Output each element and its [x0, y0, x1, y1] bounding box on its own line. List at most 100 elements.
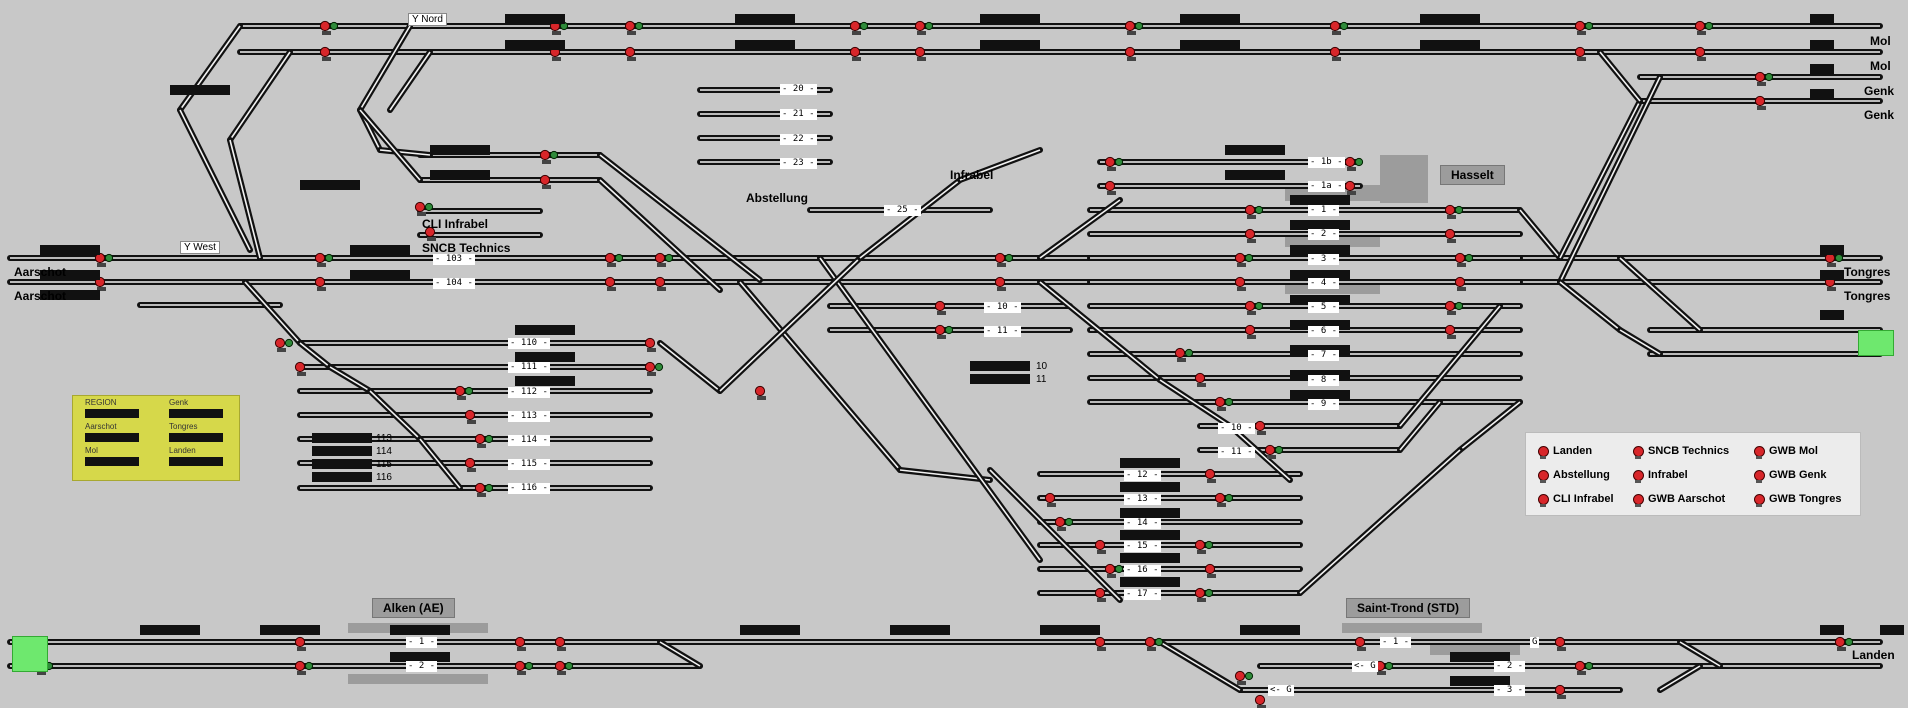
signal-icon — [514, 660, 526, 672]
sidetrack-number-114: 114 — [376, 446, 392, 457]
track-label-h2: - 2 - — [1308, 229, 1340, 240]
signal-icon — [1094, 539, 1106, 551]
signal-base — [1557, 647, 1566, 651]
region-box-landen[interactable] — [169, 457, 223, 466]
track-label-21: - 21 - — [780, 109, 817, 120]
station-hasselt: Hasselt — [1440, 165, 1505, 185]
signal-base — [1697, 31, 1706, 35]
signal-base — [1577, 31, 1586, 35]
legend-item-landen[interactable]: Landen — [1538, 445, 1592, 459]
signal-icon — [934, 324, 946, 336]
route-block — [1290, 295, 1350, 305]
signal-icon — [474, 482, 486, 494]
route-block — [40, 245, 100, 255]
signal-aspect-icon — [924, 21, 934, 31]
signal-aspect-icon — [1384, 661, 1394, 671]
signal-aspect-icon — [484, 483, 494, 493]
legend-item-gwb-aarschot[interactable]: GWB Aarschot — [1633, 493, 1725, 507]
route-block — [430, 145, 490, 155]
signal-icon — [994, 252, 1006, 264]
signal-icon — [654, 252, 666, 264]
track-label-std-g2: <- G — [1352, 661, 1378, 672]
signal-base — [542, 160, 551, 164]
region-box-aarschot[interactable] — [85, 433, 139, 442]
signal-icon — [1454, 276, 1466, 288]
signal-base — [607, 287, 616, 291]
signal-base — [1457, 263, 1466, 267]
signal-base — [647, 348, 656, 352]
signal-base — [1217, 407, 1226, 411]
legend-item-sncb-technics[interactable]: SNCB Technics — [1633, 445, 1729, 459]
signal-base — [917, 31, 926, 35]
signal-aspect-icon — [1134, 21, 1144, 31]
label-cli-infrabel: CLI Infrabel — [422, 217, 489, 231]
signal-aspect-icon — [1064, 517, 1074, 527]
track-core — [1519, 209, 1561, 259]
route-block — [1880, 625, 1904, 635]
signal-aspect-icon — [1154, 637, 1164, 647]
legend-item-cli-infrabel[interactable]: CLI Infrabel — [1538, 493, 1614, 507]
track-label-112: - 112 - — [508, 387, 550, 398]
track-label-25: - 25 - — [884, 205, 921, 216]
signal-aspect-icon — [1224, 493, 1234, 503]
track-label-h10: - 10 - — [1218, 423, 1255, 434]
signal-icon — [1104, 180, 1116, 192]
signal-aspect-icon — [1339, 21, 1349, 31]
signal-base — [1827, 287, 1836, 291]
track-label-114: - 114 - — [508, 435, 550, 446]
signal-aspect-icon — [664, 253, 674, 263]
signal-icon — [1754, 493, 1765, 507]
signal-base — [1447, 215, 1456, 219]
legend-item-infrabel[interactable]: Infrabel — [1633, 469, 1688, 483]
track-label-alken-2: - 2 - — [406, 661, 438, 672]
region-box-genk[interactable] — [169, 409, 223, 418]
track-label-103: - 103 - — [433, 254, 475, 265]
track-label-std-3: - 3 - — [1494, 685, 1526, 696]
track-core — [179, 25, 241, 111]
region-box-tongres[interactable] — [169, 433, 223, 442]
signal-base — [1107, 167, 1116, 171]
signal-base — [1577, 57, 1586, 61]
route-blocks — [40, 14, 1904, 686]
route-block — [1820, 270, 1844, 280]
track-label-h15: - 15 - — [1124, 541, 1161, 552]
region-box-1[interactable] — [85, 409, 139, 418]
route-block — [735, 14, 795, 24]
track-core — [229, 139, 261, 259]
signal-aspect-icon — [1244, 253, 1254, 263]
signal-icon — [914, 20, 926, 32]
route-block — [350, 270, 410, 280]
track-core — [1599, 51, 1641, 102]
signal-icon — [1244, 324, 1256, 336]
label-aarschot-1: Aarschot — [14, 265, 67, 279]
signal-base — [1447, 311, 1456, 315]
signal-aspect-icon — [484, 434, 494, 444]
signal-icon — [554, 636, 566, 648]
legend-item-gwb-mol[interactable]: GWB Mol — [1754, 445, 1818, 459]
signal-base — [277, 348, 286, 352]
track-core — [899, 469, 991, 481]
track-core — [359, 25, 411, 111]
route-block — [515, 352, 575, 362]
legend-item-gwb-genk[interactable]: GWB Genk — [1754, 469, 1826, 483]
route-block — [1820, 625, 1844, 635]
route-block — [735, 40, 795, 50]
free-block-tongres[interactable] — [1858, 330, 1894, 356]
signal-icon — [1104, 563, 1116, 575]
free-block-landen[interactable] — [12, 636, 48, 672]
signal-base — [477, 493, 486, 497]
track-core — [1159, 379, 1231, 427]
route-block — [1120, 530, 1180, 540]
signal-aspect-icon — [1584, 661, 1594, 671]
signal-base — [1127, 57, 1136, 61]
track-label-h3: - 3 - — [1308, 254, 1340, 265]
legend-item-abstellung[interactable]: Abstellung — [1538, 469, 1610, 483]
legend-item-gwb-tongres[interactable]: GWB Tongres — [1754, 493, 1842, 507]
signal-aspect-icon — [424, 202, 434, 212]
signal-icon — [644, 337, 656, 349]
signal-aspect-icon — [1004, 253, 1014, 263]
track-core — [1559, 100, 1641, 259]
signal-base — [1332, 57, 1341, 61]
route-block — [1040, 625, 1100, 635]
region-box-mol[interactable] — [85, 457, 139, 466]
